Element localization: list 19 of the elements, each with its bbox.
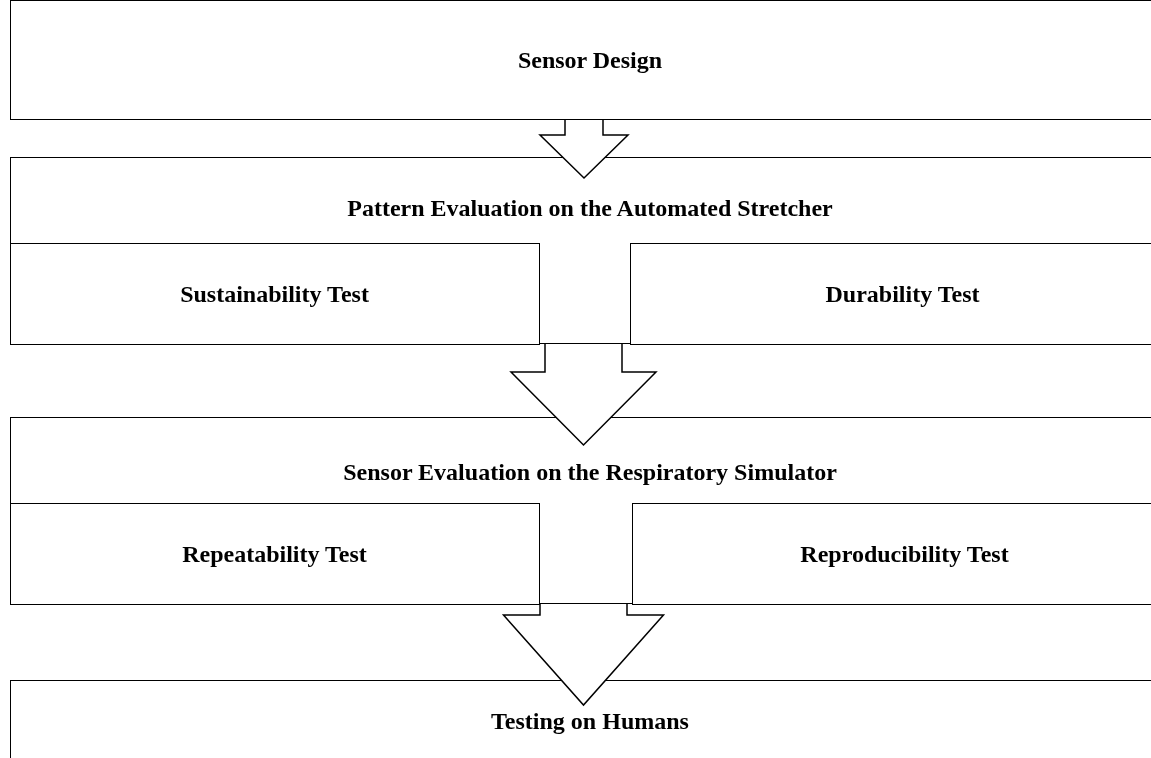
box-label: Repeatability Test [182,540,367,568]
process-box [10,157,1151,344]
box-label: Sensor Design [517,46,663,74]
block-arrow [538,119,630,180]
process-box [10,0,1151,120]
block-arrow [509,343,658,447]
process-box [9,243,540,345]
box-label: Sustainability Test [180,280,369,308]
process-box [9,503,540,605]
process-box [632,503,1151,605]
box-label: Durability Test [825,280,980,308]
box-label: Testing on Humans [491,707,689,735]
process-box [10,680,1151,758]
block-arrow [501,603,666,707]
box-label: Reproducibility Test [800,540,1009,568]
box-label: Pattern Evaluation on the Automated Stretcher [347,194,833,222]
process-box [10,417,1151,604]
process-box [630,243,1151,345]
box-label: Sensor Evaluation on the Respiratory Simulator [343,458,837,486]
